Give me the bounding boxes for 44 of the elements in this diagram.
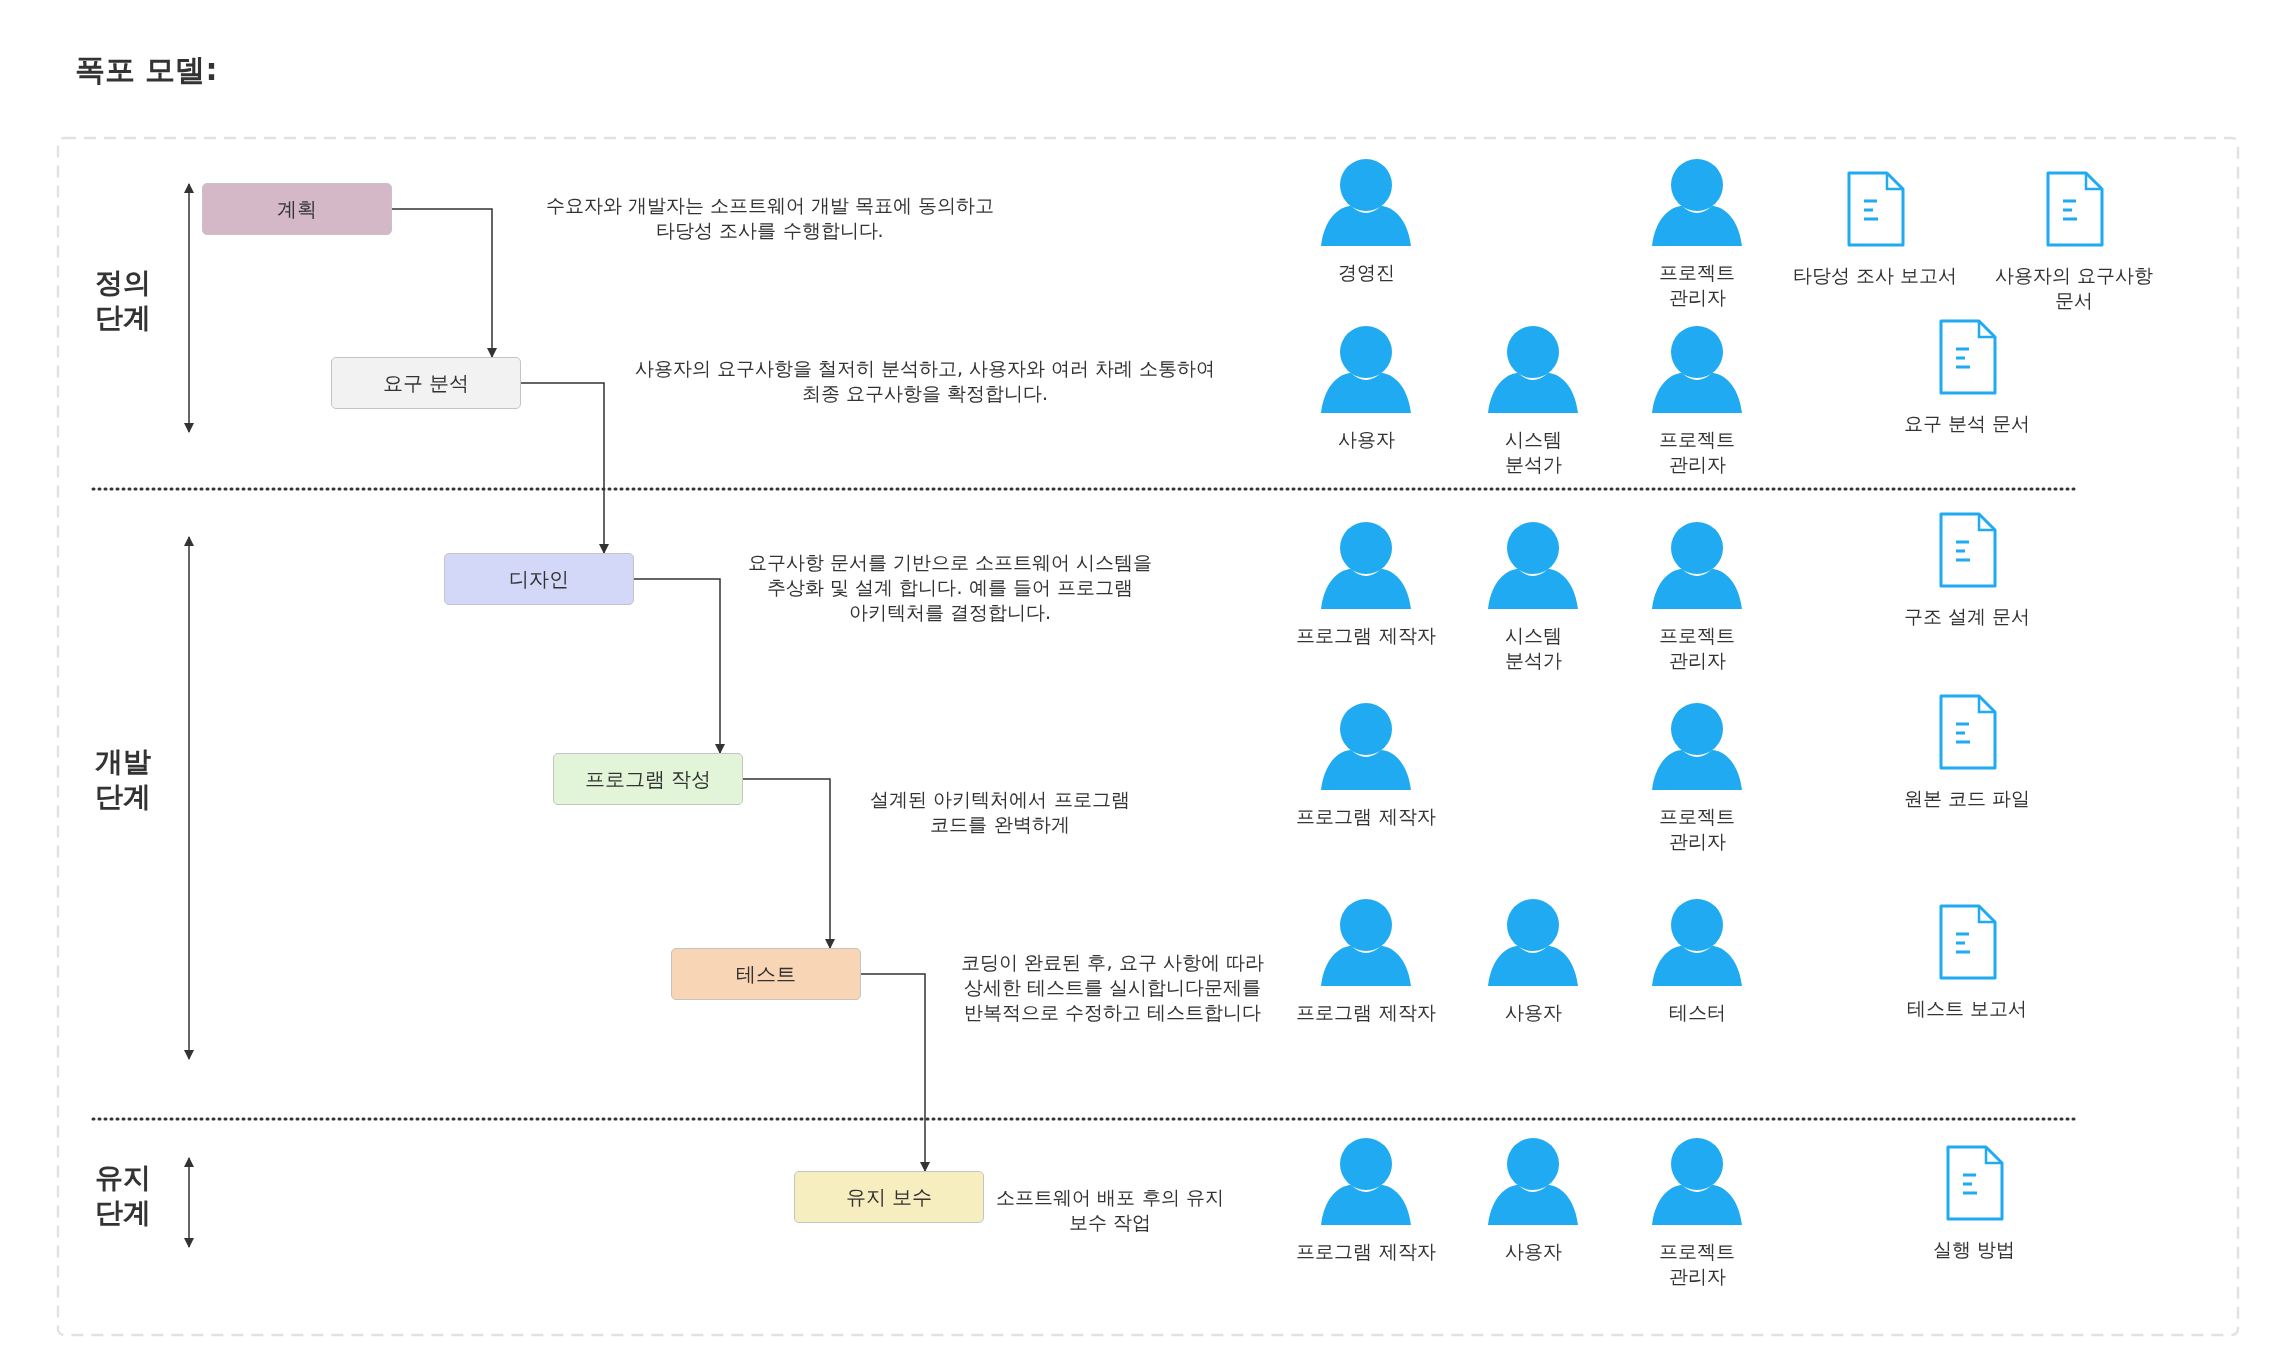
role-label: 사용자	[1336, 427, 1396, 452]
role-label: 프로젝트 관리자	[1658, 260, 1736, 310]
role-label: 프로젝트 관리자	[1658, 804, 1736, 854]
role-label: 프로그램 제작자	[1295, 1000, 1437, 1025]
connector-arrow	[633, 578, 725, 754]
document-label: 원본 코드 파일	[1902, 786, 2032, 811]
process-box: 요구 분석	[331, 357, 521, 409]
document-label: 요구 분석 문서	[1902, 411, 2032, 436]
connector-arrow	[742, 778, 835, 949]
title: 폭포 모델:	[75, 51, 218, 89]
phase-label: 정의 단계	[94, 265, 152, 335]
description-text: 수요자와 개발자는 소프트웨어 개발 목표에 동의하고 타당성 조사를 수행합니다.	[544, 193, 996, 243]
role-label: 사용자	[1503, 1239, 1563, 1264]
role-label: 경영진	[1336, 260, 1396, 285]
process-box: 계획	[202, 183, 392, 235]
process-box: 디자인	[444, 553, 634, 605]
role-label: 프로그램 제작자	[1295, 1239, 1437, 1264]
document-label: 사용자의 요구사항 문서	[1993, 263, 2154, 313]
phase-label: 개발 단계	[94, 744, 152, 814]
role-label: 프로그램 제작자	[1295, 804, 1437, 829]
description-text: 사용자의 요구사항을 철저히 분석하고, 사용자와 여러 차례 소통하여 최종 요구사항을 확정합니다.	[633, 356, 1217, 406]
document-label: 구조 설계 문서	[1902, 604, 2032, 629]
document-label: 테스트 보고서	[1905, 996, 2028, 1021]
role-label: 테스터	[1667, 1000, 1727, 1025]
document-label: 실행 방법	[1931, 1237, 2016, 1262]
document-label: 타당성 조사 보고서	[1791, 263, 1959, 288]
description-text: 설계된 아키텍처에서 프로그램 코드를 완벽하게	[869, 787, 1131, 837]
role-label: 프로젝트 관리자	[1658, 427, 1736, 477]
role-label: 사용자	[1503, 1000, 1563, 1025]
phase-label: 유지 단계	[94, 1160, 152, 1230]
process-box: 유지 보수	[794, 1171, 984, 1223]
role-label: 시스템 분석가	[1503, 427, 1563, 477]
process-box: 테스트	[671, 948, 861, 1000]
connector-arrow	[520, 382, 609, 554]
role-label: 프로그램 제작자	[1295, 623, 1437, 648]
process-box: 프로그램 작성	[553, 753, 743, 805]
role-label: 프로젝트 관리자	[1658, 1239, 1736, 1289]
role-label: 프로젝트 관리자	[1658, 623, 1736, 673]
role-label: 시스템 분석가	[1503, 623, 1563, 673]
description-text: 코딩이 완료된 후, 요구 사항에 따라 상세한 테스트를 실시합니다문제를 반복적으로 수정하고 테스트합니다	[960, 950, 1265, 1025]
connector-arrow	[860, 973, 930, 1172]
description-text: 요구사항 문서를 기반으로 소프트웨어 시스템을 추상화 및 설계 합니다. 예를 들어 프로그램 아키텍처를 결정합니다.	[746, 550, 1154, 625]
description-text: 소프트웨어 배포 후의 유지 보수 작업	[995, 1185, 1225, 1235]
connector-arrow	[391, 208, 497, 358]
